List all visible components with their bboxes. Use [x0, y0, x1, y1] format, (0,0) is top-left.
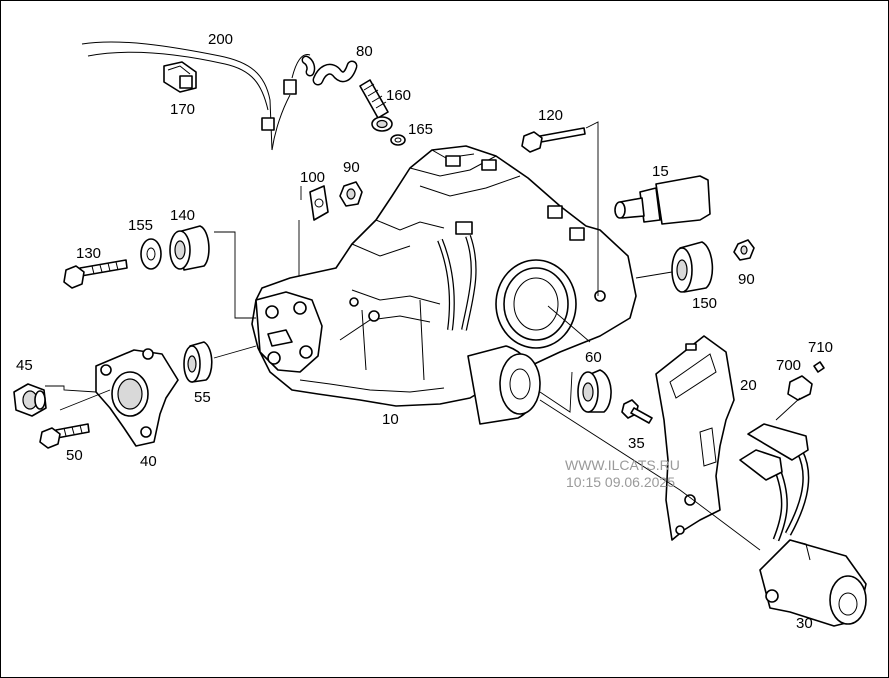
part-140-bushing[interactable] — [169, 225, 210, 271]
part-55-bushing[interactable] — [183, 341, 213, 383]
part-100-shim[interactable] — [309, 185, 329, 221]
callout-200: 200 — [208, 31, 233, 48]
callout-35: 35 — [628, 435, 645, 452]
callout-150: 150 — [692, 295, 717, 312]
leader-lines — [45, 121, 801, 551]
callout-700: 700 — [776, 357, 801, 374]
callout-60: 60 — [585, 349, 602, 366]
part-60-bushing[interactable] — [577, 369, 612, 413]
actuator-motor-mounted — [467, 345, 541, 425]
callout-10: 10 — [382, 411, 399, 428]
callout-140: 140 — [170, 207, 195, 224]
callout-55: 55 — [194, 389, 211, 406]
part-45-nut[interactable] — [13, 383, 47, 417]
part-130-bolt[interactable] — [63, 259, 128, 289]
part-50-bolt[interactable] — [39, 423, 90, 449]
callout-90-right: 90 — [738, 271, 755, 288]
part-710-pin[interactable] — [813, 361, 825, 373]
part-150-bushing[interactable] — [671, 241, 714, 293]
watermark: WWW.ILCATS.RU 10:15 09.06.2025 — [565, 457, 680, 490]
callout-170: 170 — [170, 101, 195, 118]
callout-80: 80 — [356, 43, 373, 60]
callout-15: 15 — [652, 163, 669, 180]
callout-155: 155 — [128, 217, 153, 234]
part-165-seal-ring[interactable] — [390, 134, 406, 146]
part-160-breather[interactable] — [359, 79, 393, 132]
part-35-screw[interactable] — [621, 399, 653, 424]
part-15-sensor[interactable] — [614, 175, 711, 225]
part-20-bracket[interactable] — [655, 335, 735, 541]
part-80-hose[interactable] — [301, 55, 358, 86]
callout-100: 100 — [300, 169, 325, 186]
watermark-site: WWW.ILCATS.RU — [565, 457, 680, 473]
callout-120: 120 — [538, 107, 563, 124]
callout-50: 50 — [66, 447, 83, 464]
callout-130: 130 — [76, 245, 101, 262]
part-30-actuator[interactable] — [739, 423, 867, 627]
part-10-differential-housing[interactable] — [251, 145, 637, 407]
part-200-wire-harness[interactable] — [81, 41, 311, 151]
part-90-nut-right[interactable] — [733, 239, 755, 261]
part-90-nut-top[interactable] — [339, 181, 363, 207]
part-40-flange[interactable] — [95, 348, 179, 447]
callout-45: 45 — [16, 357, 33, 374]
callout-labels: 200 80 170 160 165 120 15 100 90 155 140… — [16, 31, 833, 632]
callout-90-top: 90 — [343, 159, 360, 176]
callout-30: 30 — [796, 615, 813, 632]
watermark-timestamp: 10:15 09.06.2025 — [566, 474, 675, 490]
part-120-bolt[interactable] — [521, 127, 586, 153]
part-700-connector[interactable] — [787, 375, 813, 401]
callout-20: 20 — [740, 377, 757, 394]
callout-160: 160 — [386, 87, 411, 104]
part-170-clip[interactable] — [163, 61, 197, 93]
callout-165: 165 — [408, 121, 433, 138]
callout-40: 40 — [140, 453, 157, 470]
part-155-washer[interactable] — [140, 238, 162, 270]
callout-710: 710 — [808, 339, 833, 356]
